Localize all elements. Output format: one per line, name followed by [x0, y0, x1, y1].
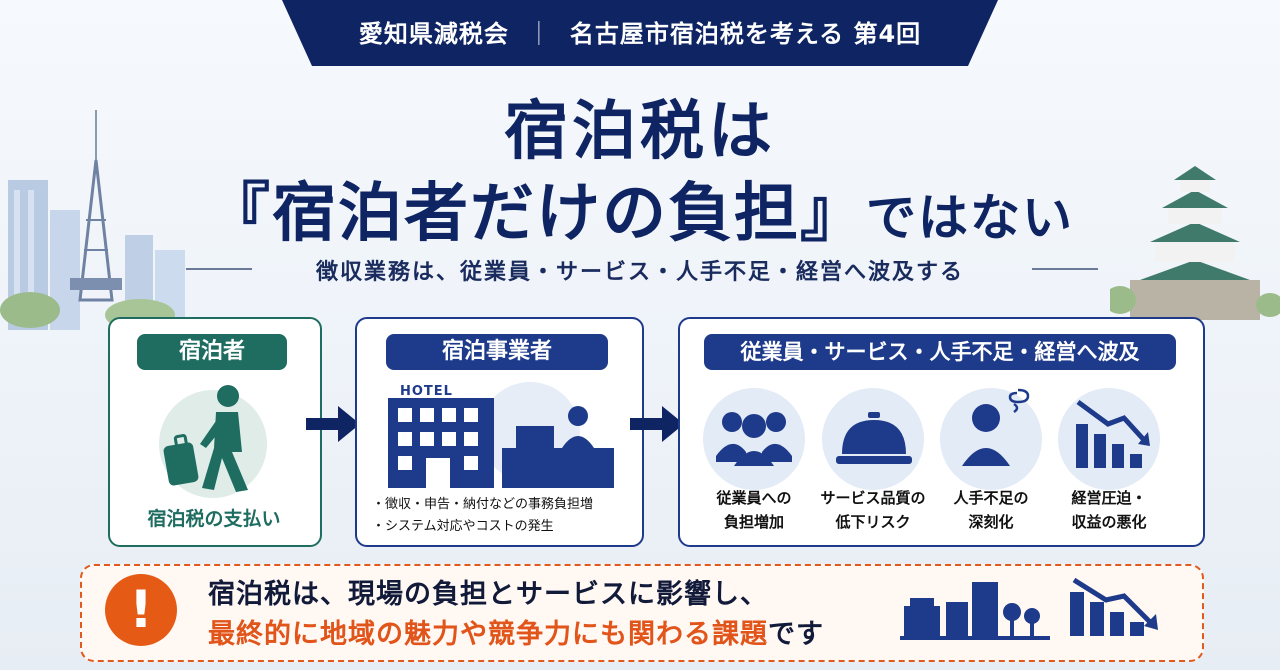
bullet-item: システム対応やコストの発生 [372, 516, 637, 538]
guest-caption: 宿泊税の支払い [147, 508, 281, 530]
title-line-1: 宿泊税は [504, 95, 776, 169]
subtitle-rule-right [1032, 268, 1098, 270]
hotel-sign: HOTEL [400, 384, 453, 399]
banner-shape [282, 0, 998, 66]
title-tail: ではない [866, 189, 1074, 247]
impact-item-shortage: 人手不足の 深刻化 [931, 486, 1051, 534]
guest-label: 宿泊者 [137, 334, 287, 370]
operator-bullets: 徴収・申告・納付などの事務負担増 システム対応やコストの発生 [372, 494, 637, 538]
declining-chart-icon [1076, 399, 1150, 468]
conclusion-tail: です [768, 619, 824, 650]
arrow-right-icon [630, 406, 684, 442]
stressed-person-icon [962, 388, 1030, 466]
impact-item-staff: 従業員への 負担増加 [694, 486, 814, 534]
title-bracket-close: 』 [800, 177, 866, 251]
impact-line: 従業員への [716, 489, 792, 507]
city-buildings-icon [900, 582, 1050, 640]
tv-tower-skyline-illustration [0, 110, 185, 331]
conclusion-line-2: 最終的に地域の魅力や競争力にも関わる課題です [208, 612, 824, 651]
people-icon [716, 412, 792, 466]
impact-line: 収益の悪化 [1071, 513, 1147, 531]
bullet-item: 徴収・申告・納付などの事務負担増 [372, 494, 637, 516]
org-name: 愛知県減税会 [358, 20, 509, 48]
title-bracket-open: 『 [206, 177, 272, 251]
conclusion-line-1: 宿泊税は、現場の負担とサービスに影響し、 [208, 579, 768, 610]
series-title: 名古屋市宿泊税を考える 第4回 [569, 20, 922, 48]
impact-line: 低下リスク [835, 513, 911, 531]
impact-line: 経営圧迫・ [1071, 489, 1147, 507]
impact-line: 深刻化 [968, 513, 1014, 531]
declining-chart-icon [1070, 577, 1158, 636]
impact-line: サービス品質の [820, 489, 926, 507]
title-line-2: 『宿泊者だけの負担』ではない [0, 162, 1280, 254]
impact-line: 負担増加 [723, 513, 784, 531]
subtitle: 徴収業務は、従業員・サービス・人手不足・経営へ波及する [315, 260, 964, 285]
banner-text: 愛知県減税会 ｜ 名古屋市宿泊税を考える 第4回 [282, 14, 998, 49]
banner-separator: ｜ [526, 20, 552, 48]
conclusion-highlight: 最終的に地域の魅力や競争力にも関わる課題 [208, 619, 768, 650]
impact-item-management: 経営圧迫・ 収益の悪化 [1049, 486, 1169, 534]
arrow-right-icon [306, 406, 360, 442]
header-banner: 愛知県減税会 ｜ 名古屋市宿泊税を考える 第4回 [282, 0, 998, 66]
impact-line: 人手不足の [953, 489, 1029, 507]
exclamation-icon: ! [105, 574, 177, 646]
hotel-building-icon [388, 382, 614, 488]
operator-label: 宿泊事業者 [386, 334, 608, 370]
service-bell-icon [836, 412, 912, 464]
castle-illustration [1110, 166, 1280, 320]
impact-icon-bg [703, 388, 805, 490]
title-main: 宿泊者だけの負担 [272, 177, 800, 251]
subtitle-rule-left [186, 268, 252, 270]
impact-item-service: サービス品質の 低下リスク [813, 486, 933, 534]
traveler-with-luggage-icon [159, 385, 267, 498]
impact-label: 従業員・サービス・人手不足・経営へ波及 [704, 334, 1176, 370]
